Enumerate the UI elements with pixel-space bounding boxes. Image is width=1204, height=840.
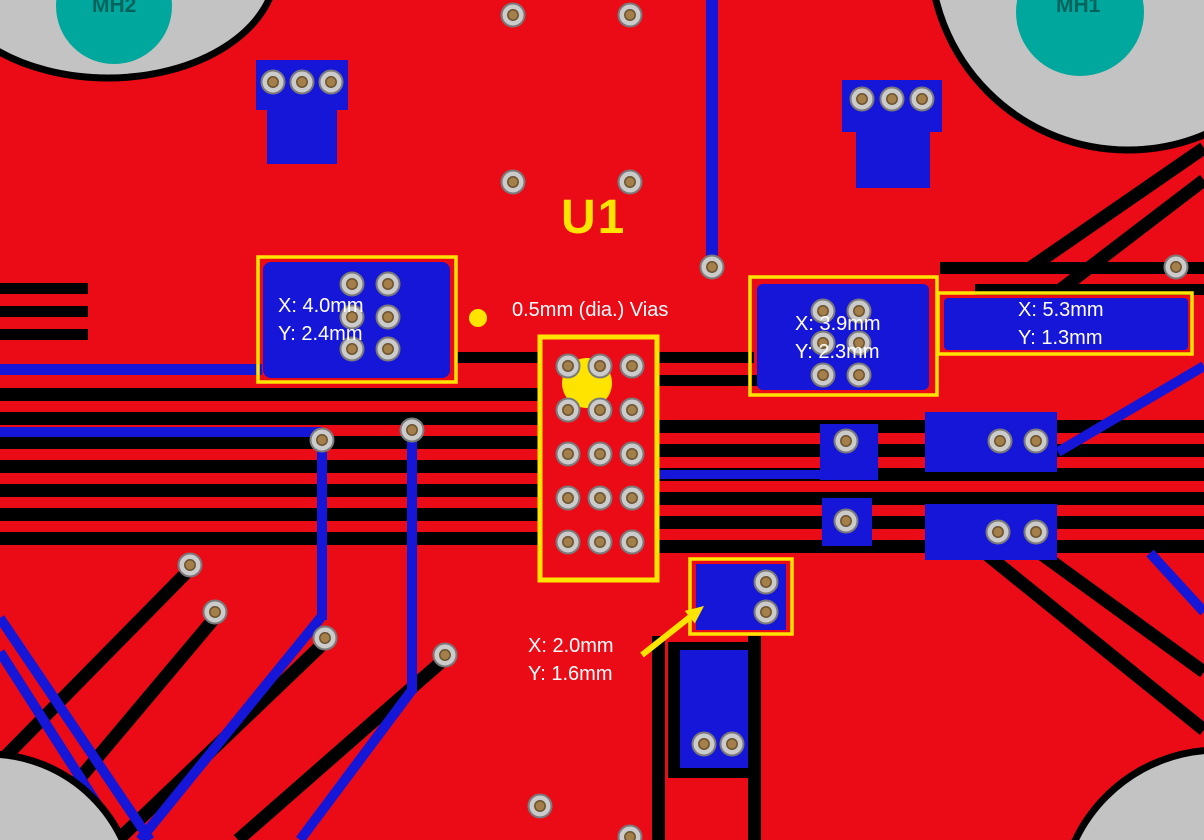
via bbox=[617, 2, 643, 28]
pad bbox=[375, 336, 401, 362]
mounting-hole-label-mh2: MH2 bbox=[92, 0, 137, 17]
highlight-box-via-array bbox=[537, 334, 660, 583]
via bbox=[312, 625, 338, 651]
corner-keepout-bottom-right bbox=[1071, 747, 1204, 840]
pad bbox=[879, 86, 905, 112]
dimension-x-label: X: 4.0mm bbox=[278, 295, 364, 317]
callout-arrow bbox=[640, 614, 692, 658]
via bbox=[177, 552, 203, 578]
annotation-layer bbox=[256, 255, 1194, 658]
pad bbox=[810, 362, 836, 388]
dimension-y-label: Y: 2.4mm bbox=[278, 323, 363, 345]
mounting-hole-mh2 bbox=[56, 0, 172, 64]
pad bbox=[753, 599, 779, 625]
via bbox=[202, 599, 228, 625]
pad bbox=[849, 86, 875, 112]
dimension-callout-right: X: 3.9mm Y: 2.3mm bbox=[795, 310, 881, 366]
pad bbox=[719, 731, 745, 757]
highlight-box-bottom bbox=[688, 557, 794, 636]
pad bbox=[987, 428, 1013, 454]
via bbox=[527, 793, 553, 819]
pad bbox=[846, 362, 872, 388]
component-right-annotated bbox=[757, 284, 929, 390]
dimension-callout-bottom: X: 2.0mm Y: 1.6mm bbox=[528, 632, 614, 688]
dimension-x-label: X: 3.9mm bbox=[795, 313, 881, 335]
dimension-callout-left: X: 4.0mm Y: 2.4mm bbox=[278, 292, 364, 348]
pad bbox=[375, 304, 401, 330]
pad bbox=[289, 69, 315, 95]
highlight-box-left bbox=[256, 255, 458, 384]
pad bbox=[833, 428, 859, 454]
pad bbox=[260, 69, 286, 95]
mounting-hole-label-mh1: MH1 bbox=[1056, 0, 1101, 17]
via bbox=[432, 642, 458, 668]
via-note-label: 0.5mm (dia.) Vias bbox=[512, 299, 669, 321]
corner-keepout-bottom-left bbox=[0, 750, 127, 840]
dimension-y-label: Y: 1.3mm bbox=[1018, 327, 1103, 349]
pad bbox=[375, 271, 401, 297]
component-far-right-annotated bbox=[944, 298, 1188, 350]
mounting-hole-mh1 bbox=[1016, 0, 1144, 76]
callout-arrow-head bbox=[684, 606, 704, 624]
via bbox=[617, 824, 643, 840]
pad bbox=[909, 86, 935, 112]
component-designator-u1: U1 bbox=[561, 191, 627, 244]
via bbox=[500, 169, 526, 195]
dimension-y-label: Y: 1.6mm bbox=[528, 663, 613, 685]
via bbox=[500, 2, 526, 28]
via bbox=[399, 417, 425, 443]
dimension-x-label: X: 5.3mm bbox=[1018, 299, 1104, 321]
dimension-y-label: Y: 2.3mm bbox=[795, 341, 880, 363]
pad bbox=[1023, 519, 1049, 545]
dimension-x-label: X: 2.0mm bbox=[528, 635, 614, 657]
via bbox=[1163, 254, 1189, 280]
pad bbox=[753, 569, 779, 595]
dimension-callout-far-right: X: 5.3mm Y: 1.3mm bbox=[1018, 296, 1104, 352]
via bbox=[699, 254, 725, 280]
via bbox=[309, 427, 335, 453]
pad bbox=[985, 519, 1011, 545]
highlight-box-far-right bbox=[936, 291, 1194, 356]
pad bbox=[318, 69, 344, 95]
pad bbox=[1023, 428, 1049, 454]
via-marker-dot bbox=[469, 309, 487, 327]
pad bbox=[833, 508, 859, 534]
pad bbox=[691, 731, 717, 757]
